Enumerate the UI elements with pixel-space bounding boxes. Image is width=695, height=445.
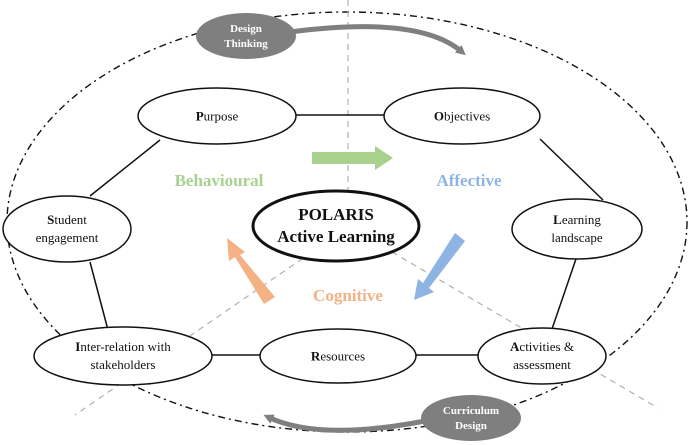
svg-text:Purpose: Purpose — [196, 109, 239, 124]
design-thinking-badge-shape — [196, 13, 296, 59]
node-interrelation-shape — [33, 326, 213, 386]
center-node: POLARIS Active Learning — [251, 189, 421, 263]
curriculum-design-flow-arrow — [263, 414, 431, 433]
curriculum-design-badge: Curriculum Design — [421, 395, 521, 441]
node-purpose: Purpose — [137, 87, 297, 145]
behavioural-label: Behavioural — [175, 171, 264, 190]
center-node-shape — [251, 189, 421, 263]
design-thinking-line1: Design — [230, 23, 262, 35]
node-resources-initial: R — [311, 349, 321, 364]
design-thinking-flow-arrow — [289, 24, 466, 56]
curriculum-design-line2: Design — [455, 420, 487, 432]
node-purpose-label: urpose — [204, 109, 239, 124]
node-interrelation-label-1: nter-relation with — [80, 339, 171, 354]
connection-lines — [89, 114, 604, 356]
svg-text:Student: Student — [47, 212, 87, 227]
node-resources: Resources — [259, 328, 417, 384]
cognitive-arrow — [227, 238, 275, 304]
node-learning-shape — [511, 198, 643, 260]
divider-line-left — [74, 251, 313, 416]
svg-text:Resources: Resources — [311, 349, 365, 364]
node-activities-shape — [477, 327, 607, 385]
node-objectives: Objectives — [383, 87, 541, 145]
edge-learning-activities — [551, 255, 578, 330]
design-thinking-line2: Thinking — [224, 38, 268, 50]
behavioural-arrow — [312, 146, 393, 170]
node-student-label-1: tudent — [54, 212, 87, 227]
node-interrelation-label-2: stakeholders — [91, 357, 156, 372]
node-objectives-shape — [383, 87, 541, 145]
node-interrelation-initial: I — [75, 339, 80, 354]
node-purpose-initial: P — [196, 109, 204, 124]
edge-objectives-learning — [539, 138, 604, 201]
node-activities-label-2: assessment — [513, 357, 571, 372]
svg-text:Inter-relation with: Inter-relation with — [75, 339, 171, 354]
node-activities-assessment: Activities & assessment — [477, 327, 607, 385]
node-inter-relation: Inter-relation with stakeholders — [33, 326, 213, 386]
edge-student-purpose — [89, 139, 161, 197]
node-learning-initial: L — [553, 212, 562, 227]
node-activities-initial: A — [510, 339, 520, 354]
node-learning-label-1: earning — [562, 212, 601, 227]
node-resources-shape — [259, 328, 417, 384]
edge-interrelation-student — [89, 261, 109, 331]
cognitive-label: Cognitive — [313, 286, 383, 305]
node-resources-label: esources — [320, 349, 365, 364]
svg-text:Learning: Learning — [553, 212, 601, 227]
center-title: POLARIS — [298, 205, 374, 224]
node-student-shape — [2, 195, 132, 263]
svg-text:Objectives: Objectives — [434, 109, 490, 124]
curriculum-design-line1: Curriculum — [443, 405, 499, 417]
node-student-label-2: engagement — [36, 230, 99, 245]
node-learning-label-2: landscape — [551, 230, 602, 245]
design-thinking-badge: Design Thinking — [196, 13, 296, 59]
node-activities-label-1: ctivities & — [519, 339, 574, 354]
curriculum-design-badge-shape — [421, 395, 521, 441]
node-learning-landscape: Learning landscape — [511, 198, 643, 260]
node-student-initial: S — [47, 212, 54, 227]
center-subtitle: Active Learning — [277, 227, 395, 246]
affective-label: Affective — [436, 171, 502, 190]
node-purpose-shape — [137, 87, 297, 145]
node-objectives-label: bjectives — [444, 109, 490, 124]
node-objectives-initial: O — [434, 109, 444, 124]
affective-arrow — [414, 233, 465, 300]
svg-text:Activities &: Activities & — [510, 339, 574, 354]
node-student-engagement: Student engagement — [2, 195, 132, 263]
